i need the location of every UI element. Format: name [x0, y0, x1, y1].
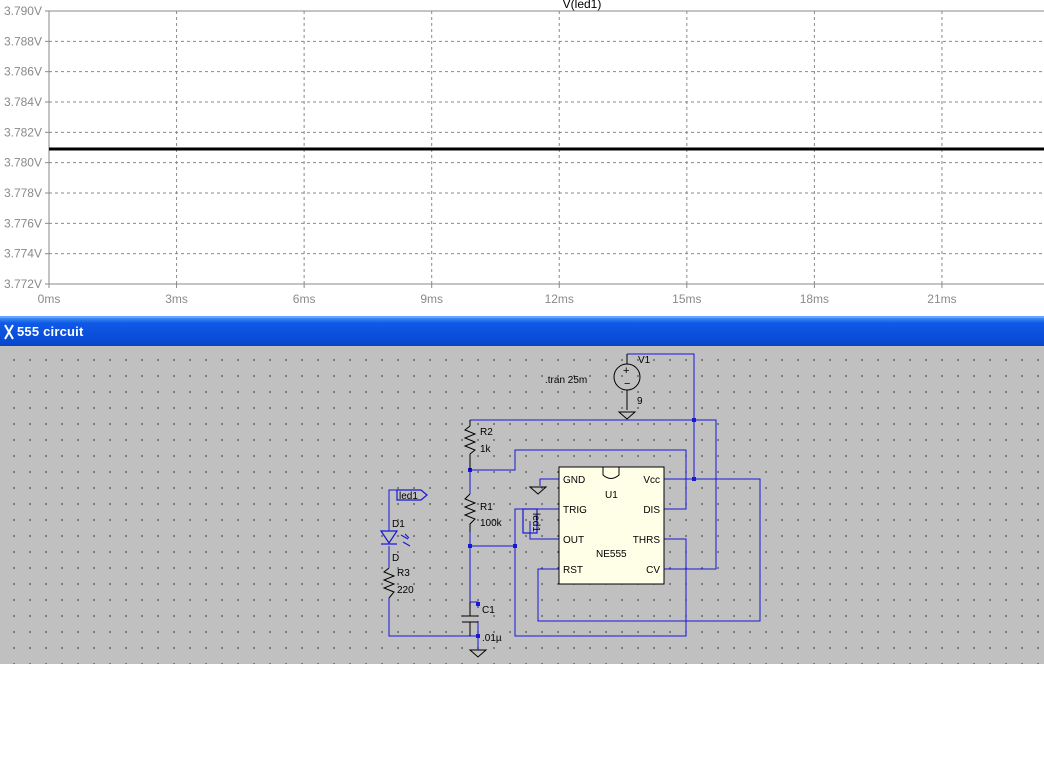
junction-dot [692, 418, 696, 422]
junction-dot [476, 602, 480, 606]
plot-grid [49, 11, 1044, 284]
junction-dot [476, 634, 480, 638]
ic-u1-ne555[interactable]: GND TRIG OUT RST Vcc DIS THRS CV U1 NE55… [558, 466, 665, 585]
resistor-icon [463, 493, 477, 532]
pin-rst: RST [563, 565, 583, 576]
r2-name: R2 [480, 427, 493, 438]
ground-icon [468, 638, 488, 658]
waveform-plot[interactable]: 3.790V 3.788V 3.786V 3.784V 3.782V 3.780V 3.77… [0, 0, 1044, 316]
pin-gnd: GND [563, 475, 585, 486]
tran-directive[interactable]: .tran 25m [545, 375, 587, 386]
waveform-plot-pane[interactable]: 3.790V 3.788V 3.786V 3.784V 3.782V 3.780V 3.77… [0, 0, 1044, 316]
x-tick-label: 9ms [420, 292, 443, 306]
wires[interactable] [388, 353, 761, 646]
schematic-canvas[interactable]: + − V1 9 .tran 25m R2 1k R1 100k [0, 346, 1044, 664]
pin-cv: CV [646, 565, 660, 576]
net-label-led1[interactable]: led1 [388, 489, 428, 502]
u1-part: NE555 [596, 549, 627, 560]
pin-thrs: THRS [633, 535, 661, 546]
x-tick-label: 21ms [927, 292, 956, 306]
wire-dis[interactable] [470, 449, 687, 510]
ground-icon [617, 411, 637, 420]
r1-value: 100k [480, 518, 503, 529]
resistor-r1[interactable]: R1 100k [463, 493, 503, 532]
y-tick-label: 3.786V [4, 65, 42, 79]
x-axis-ticks: 0ms 3ms 6ms 9ms 12ms 15ms 18ms 21ms [38, 284, 957, 306]
x-tick-label: 0ms [38, 292, 61, 306]
x-tick-label: 3ms [165, 292, 188, 306]
wire-r3-gnd[interactable] [388, 598, 478, 637]
capacitor-c1[interactable]: C1 .01µ [462, 602, 502, 644]
svg-text:−: − [624, 378, 630, 390]
pin-trig: TRIG [563, 505, 587, 516]
wire-thrs-trig[interactable] [470, 538, 687, 637]
junction-dot [692, 477, 696, 481]
net-label-led1-text: led1 [399, 491, 418, 502]
y-tick-label: 3.778V [4, 186, 42, 200]
resistor-icon [463, 425, 477, 455]
schematic-drawing[interactable]: + − V1 9 .tran 25m R2 1k R1 100k [0, 346, 1044, 664]
d1-name: D1 [392, 519, 405, 530]
plot-background [0, 0, 1044, 316]
y-tick-label: 3.782V [4, 125, 42, 139]
wire-gnd[interactable] [539, 478, 559, 486]
junction-dot [513, 544, 517, 548]
net-label-led1-out[interactable]: led1 [522, 508, 541, 534]
wire-top-rail[interactable] [470, 419, 717, 570]
net-label-led1-out-text: led1 [530, 513, 541, 532]
wire-out[interactable] [529, 521, 559, 540]
y-tick-label: 3.774V [4, 247, 42, 261]
junction-dot [468, 544, 472, 548]
y-tick-label: 3.784V [4, 95, 42, 109]
r3-name: R3 [397, 568, 410, 579]
v1-name: V1 [638, 355, 651, 366]
y-tick-label: 3.772V [4, 277, 42, 291]
pin-out: OUT [563, 535, 584, 546]
wire-vcc-rst-loop[interactable] [537, 478, 761, 622]
r1-name: R1 [480, 502, 493, 513]
ltspice-icon[interactable] [2, 324, 16, 340]
svg-text:+: + [623, 365, 629, 377]
d1-value: D [392, 553, 399, 564]
wire-trig[interactable] [514, 508, 559, 546]
plot-axes-frame [48, 10, 1044, 285]
x-tick-label: 6ms [293, 292, 316, 306]
r3-value: 220 [397, 585, 414, 596]
voltage-source-v1[interactable]: + − V1 9 [613, 354, 651, 410]
y-tick-label: 3.776V [4, 216, 42, 230]
schematic-window-titlebar[interactable]: 555 circuit [0, 316, 1044, 346]
x-tick-label: 18ms [800, 292, 829, 306]
pin-vcc: Vcc [643, 475, 660, 486]
trace-title-v-led1[interactable]: V(led1) [563, 0, 602, 11]
pin-dis: DIS [643, 505, 660, 516]
y-tick-label: 3.780V [4, 156, 42, 170]
ground-icon [528, 486, 548, 495]
y-tick-label: 3.790V [4, 4, 42, 18]
x-tick-label: 15ms [672, 292, 701, 306]
wire-v1-to-vcc[interactable] [627, 353, 695, 420]
resistor-r3[interactable]: R3 220 [382, 567, 414, 599]
window-title: 555 circuit [17, 324, 84, 339]
resistor-r2[interactable]: R2 1k [463, 420, 493, 470]
r2-value: 1k [480, 444, 492, 455]
y-axis-ticks: 3.790V 3.788V 3.786V 3.784V 3.782V 3.780V 3.77… [4, 4, 49, 291]
capacitor-icon [462, 615, 478, 623]
c1-name: C1 [482, 605, 495, 616]
diode-icon [379, 530, 411, 547]
v1-value: 9 [637, 396, 643, 407]
resistor-icon [382, 567, 396, 599]
u1-name: U1 [605, 490, 618, 501]
diode-d1[interactable]: D1 D [379, 519, 411, 564]
c1-value: .01µ [482, 633, 502, 644]
y-tick-label: 3.788V [4, 34, 42, 48]
x-tick-label: 12ms [545, 292, 574, 306]
